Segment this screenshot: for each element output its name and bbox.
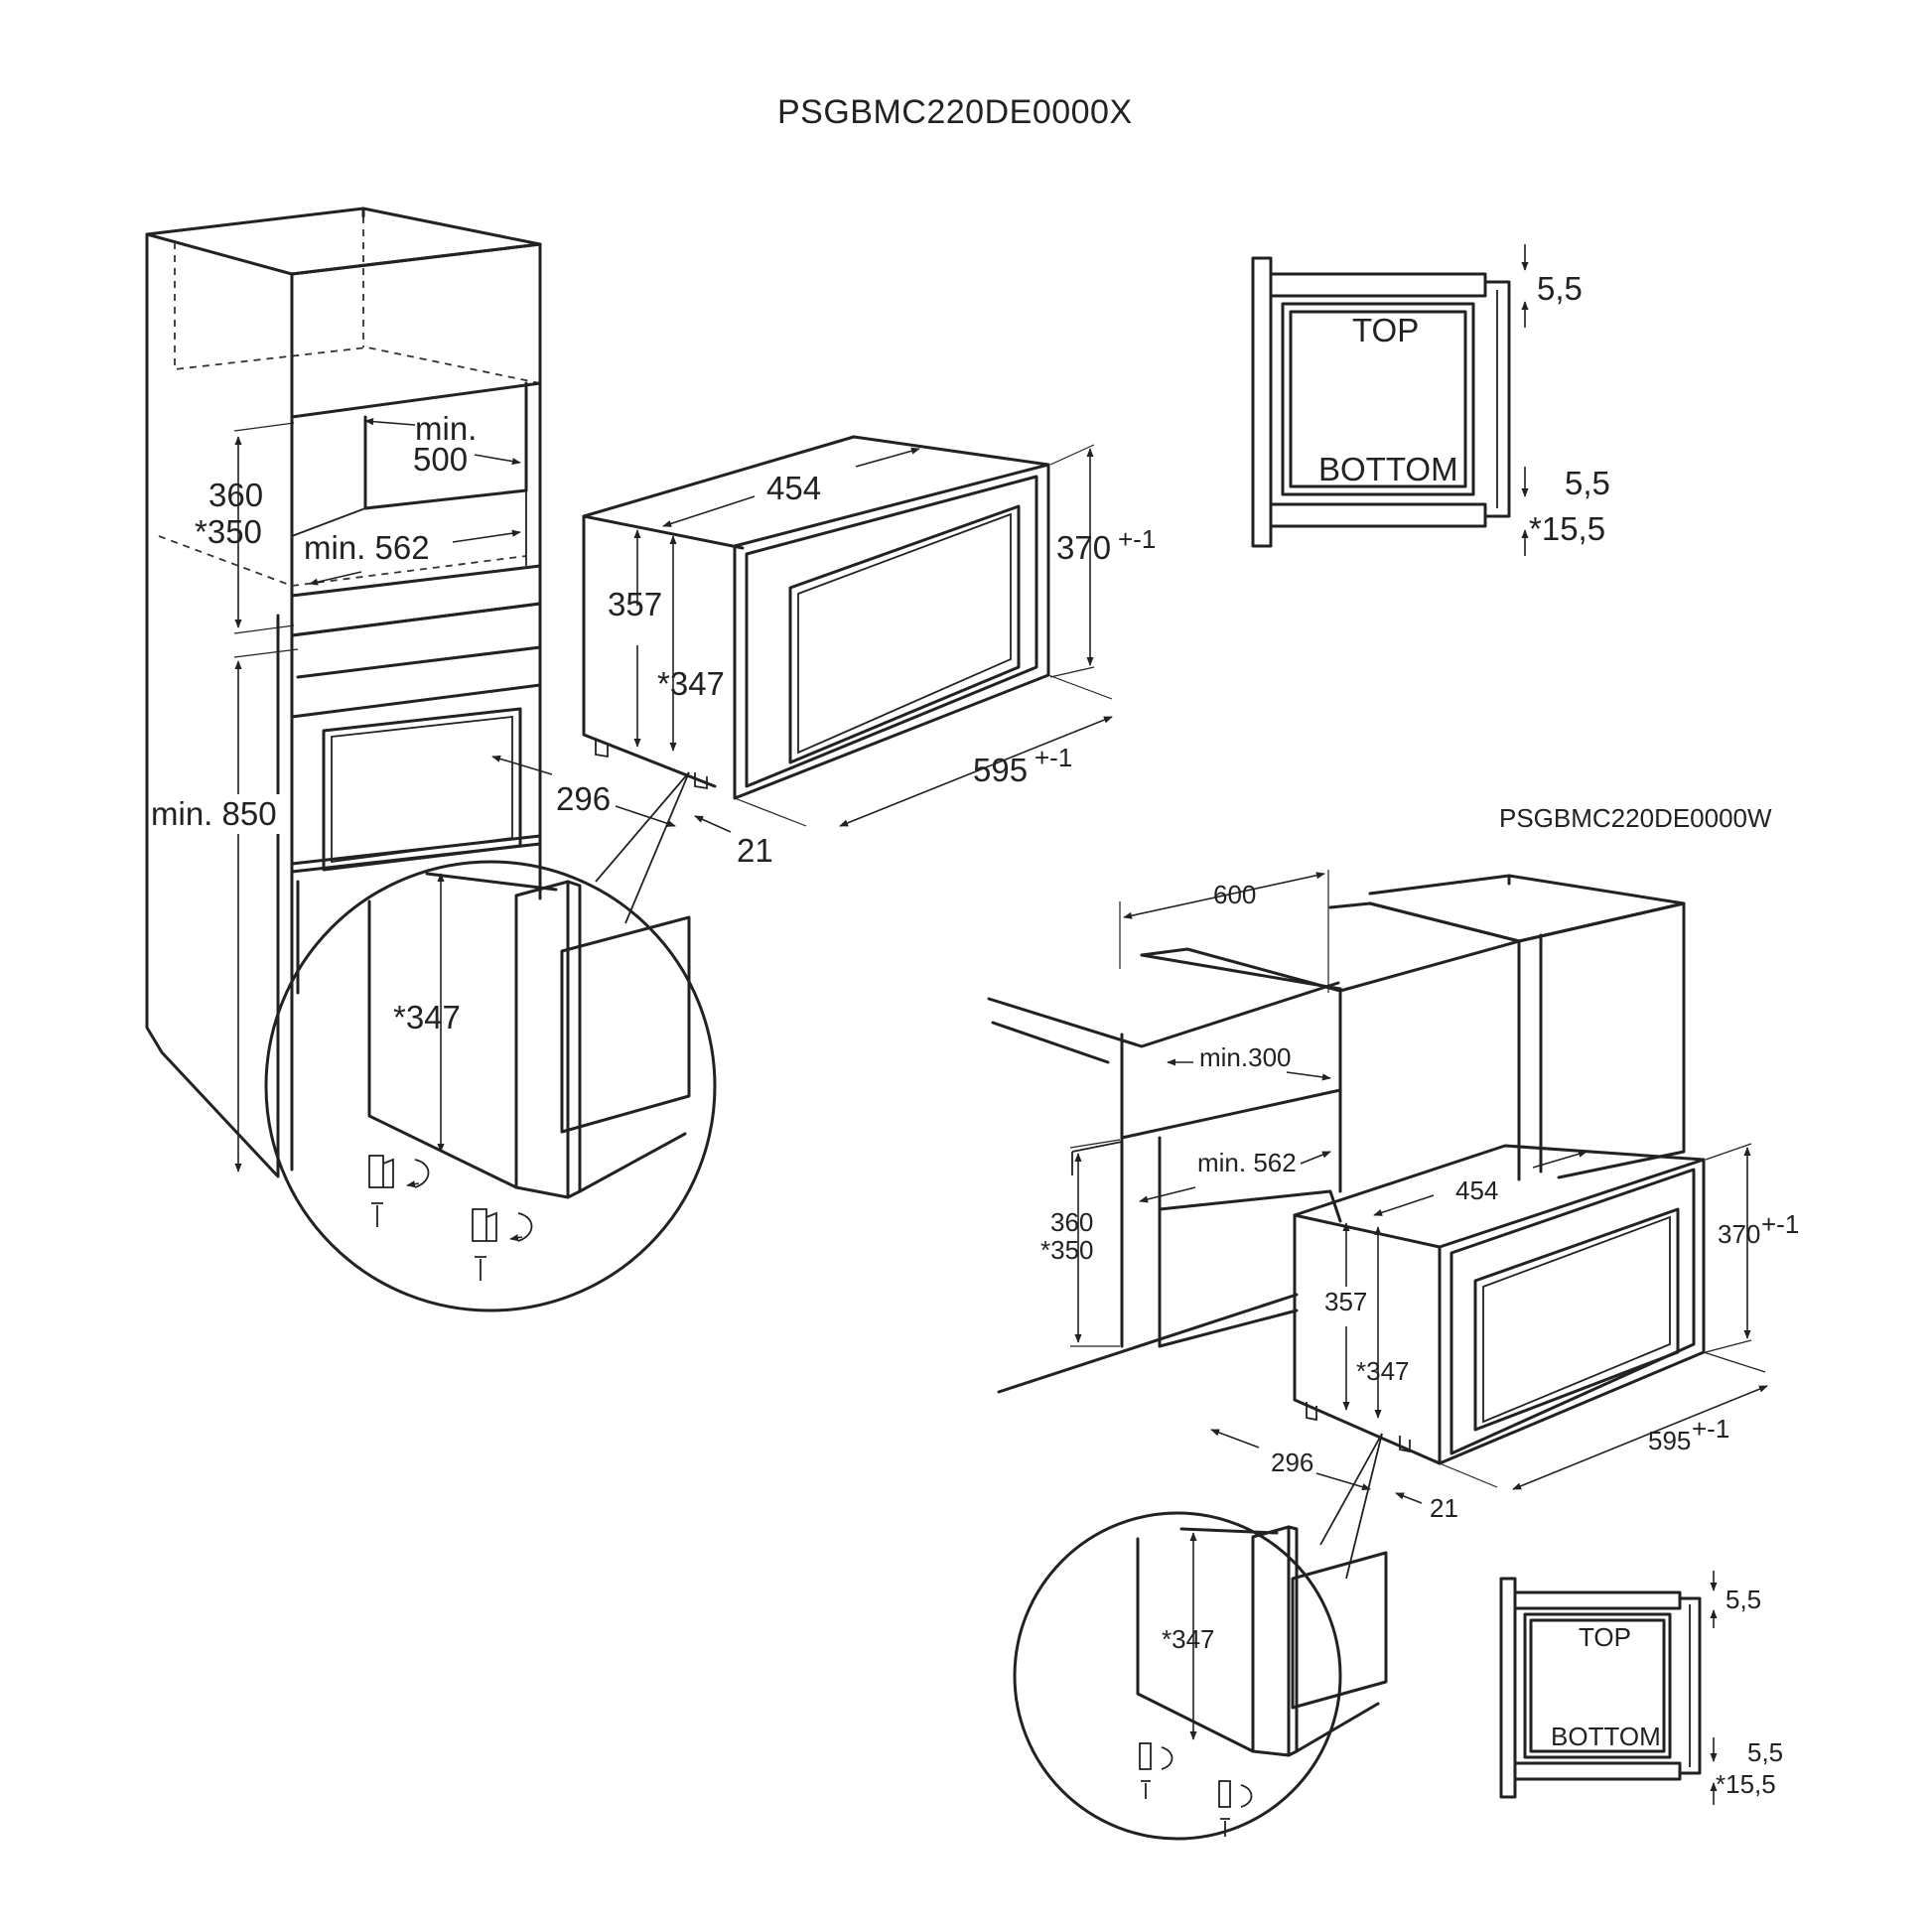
detail2-height-label: *347 — [1162, 1624, 1215, 1654]
view1-dimensions: min. 500 min. 562 360 *350 min. 850 — [149, 410, 521, 1173]
side-view-2: TOP BOTTOM 5,5 5,5 *15,5 — [1499, 1571, 1783, 1805]
view2-niche-height-alt-label: *350 — [1040, 1235, 1094, 1265]
app1-height-front-label: 370 — [1056, 529, 1111, 566]
side1-gap-bottom: 5,5 — [1565, 465, 1610, 501]
app1-height-front-tol: +-1 — [1118, 524, 1156, 554]
wall-cabinets — [987, 874, 1686, 1394]
app1-width-tol: +-1 — [1035, 743, 1072, 772]
microwave-2 — [1293, 1144, 1706, 1465]
tall-cabinet — [145, 207, 542, 1178]
app1-height-body-alt-label: *347 — [657, 665, 725, 702]
cabinet-width-label: 600 — [1213, 880, 1256, 909]
side1-top-label: TOP — [1352, 312, 1419, 348]
side2-gap-top: 5,5 — [1725, 1585, 1761, 1614]
app1-height-body-label: 357 — [608, 586, 662, 622]
side2-gap-bottom-alt: *15,5 — [1716, 1769, 1776, 1799]
side2-gap-bottom: 5,5 — [1747, 1737, 1783, 1767]
app1-depth-label: 454 — [766, 470, 821, 506]
side1-bottom-label: BOTTOM — [1318, 451, 1458, 487]
app2-height-front-tol: +-1 — [1761, 1209, 1799, 1239]
view2-dimensions: 600 min.300 min. 562 360 *350 — [1040, 870, 1331, 1347]
app2-depth-body-label: 296 — [1271, 1448, 1313, 1477]
niche-width-label: min. 562 — [304, 529, 430, 566]
view2-niche-width-label: min. 562 — [1197, 1148, 1297, 1177]
app2-height-body-label: 357 — [1324, 1287, 1367, 1316]
model-title-bottom: PSGBMC220DE0000W — [1499, 803, 1772, 833]
app2-depth-label: 454 — [1455, 1175, 1498, 1205]
side2-top-label: TOP — [1579, 1622, 1631, 1652]
clearance-label: min.300 — [1199, 1042, 1292, 1072]
app2-frame-offset-label: 21 — [1430, 1493, 1458, 1523]
detail-circle-2: *347 — [1013, 1433, 1388, 1841]
app2-height-front-label: 370 — [1718, 1219, 1760, 1249]
appliance1-dimensions: 454 370 +-1 357 *347 595 +-1 296 21 — [491, 444, 1156, 869]
app2-width-label: 595 — [1648, 1426, 1691, 1455]
app1-width-label: 595 — [973, 752, 1028, 788]
detail-circle-1: *347 — [264, 771, 717, 1312]
side2-bottom-label: BOTTOM — [1551, 1722, 1661, 1751]
app2-height-body-alt-label: *347 — [1356, 1356, 1410, 1386]
microwave-1 — [582, 435, 1050, 800]
app1-depth-body-label: 296 — [556, 780, 611, 817]
niche-depth-value: 500 — [413, 441, 468, 478]
app2-width-tol: +-1 — [1692, 1414, 1729, 1444]
view2-niche-height-label: 360 — [1050, 1207, 1093, 1237]
side1-gap-top: 5,5 — [1537, 270, 1583, 307]
niche-height-alt-label: *350 — [195, 513, 262, 550]
side-view-1: TOP BOTTOM 5,5 5,5 *15,5 — [1251, 244, 1610, 556]
floor-height-label: min. 850 — [151, 795, 277, 832]
niche-height-label: 360 — [208, 477, 263, 513]
model-title-top: PSGBMC220DE0000X — [777, 93, 1133, 131]
detail1-height-label: *347 — [393, 999, 461, 1035]
side1-gap-bottom-alt: *15,5 — [1529, 510, 1605, 547]
appliance2-dimensions: 454 370 +-1 357 *347 595 +-1 296 21 — [1210, 1143, 1799, 1523]
niche-depth-label: min. — [415, 410, 477, 447]
app1-frame-offset-label: 21 — [737, 832, 773, 869]
